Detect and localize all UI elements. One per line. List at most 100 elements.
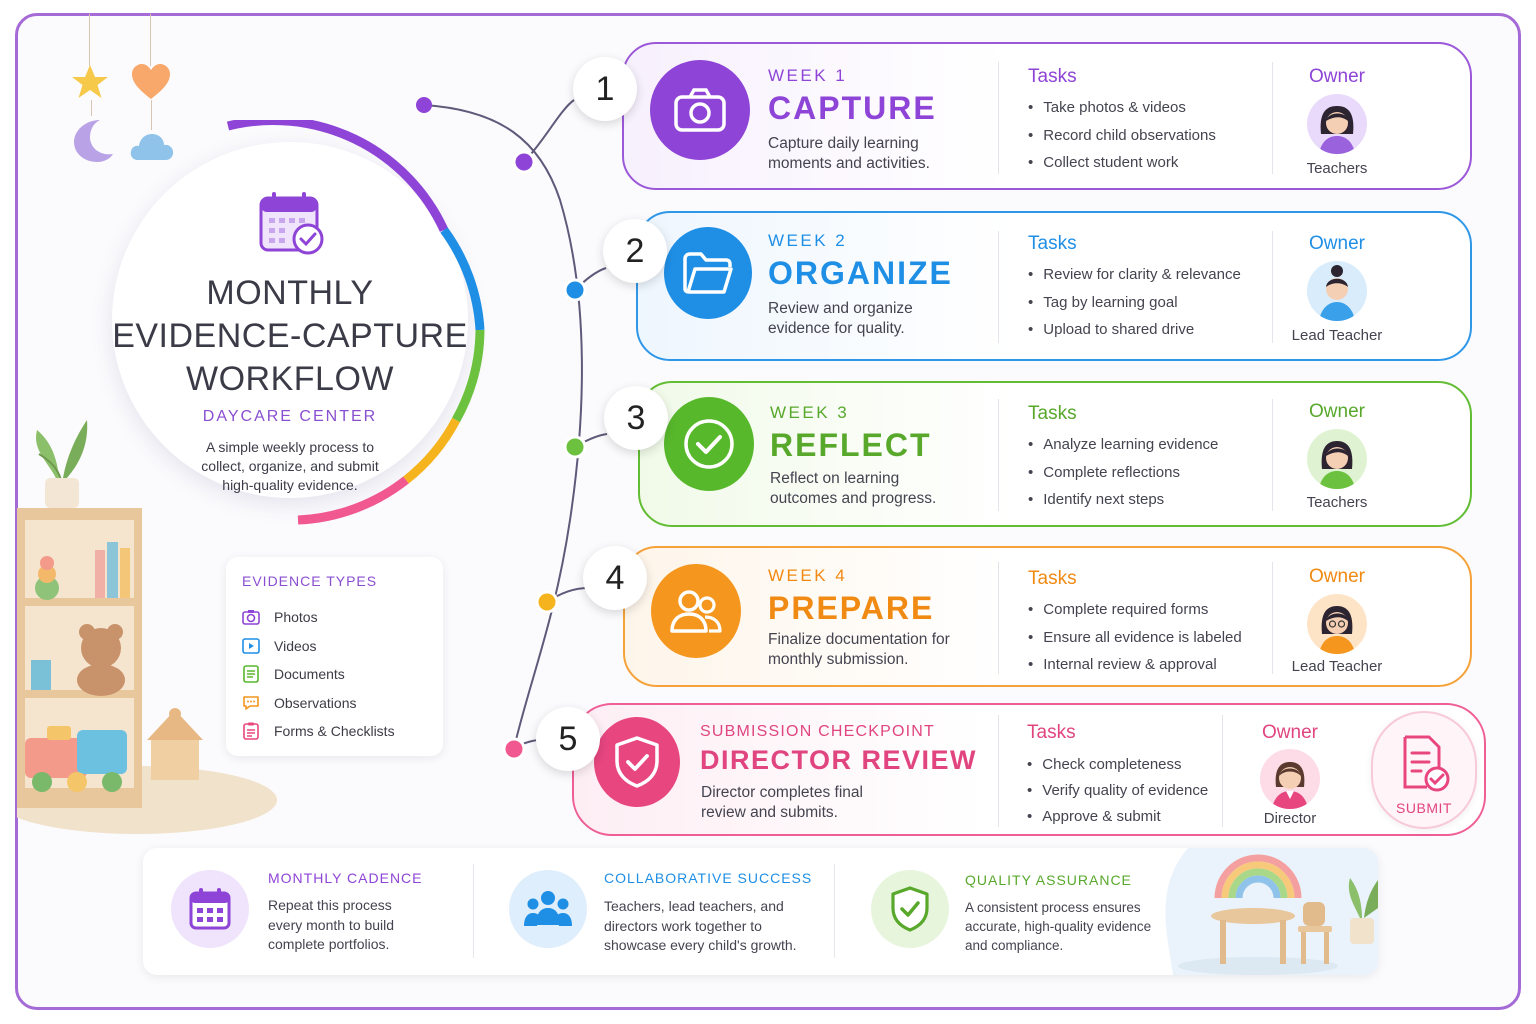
evidence-type-label: Observations [274,694,357,711]
nursery-illustration [17,420,277,834]
teacher-avatar-icon [1319,441,1355,489]
evidence-type-label: Videos [274,637,317,654]
footer-description: A consistent process ensures accurate, h… [965,900,1152,953]
owner-heading: Owner [1309,566,1365,587]
mobile-string [91,100,92,116]
task-list: Take photos & videos Record child observ… [1028,94,1216,177]
task-item: Internal review & approval [1028,651,1242,679]
divider [1272,231,1273,343]
step-week: WEEK 3 [770,403,850,422]
owner-name: Teachers [1306,494,1368,511]
cloud-icon [130,134,174,160]
task-item: Upload to shared drive [1028,316,1241,344]
task-item: Approve & submit [1027,803,1208,829]
footer-panel: MONTHLY CADENCE Repeat this process ever… [143,848,1378,975]
step-description: Reflect on learning outcomes and progres… [770,470,937,507]
divider [1222,715,1223,827]
document-check-icon [1403,735,1450,792]
owner-heading: Owner [1262,722,1318,743]
checklist-icon [243,722,259,741]
submit-button[interactable]: SUBMIT [1371,711,1477,829]
shield-check-icon [891,886,929,932]
step-title: CAPTURE [768,90,937,126]
heart-icon [132,64,170,99]
camera-icon [674,88,726,132]
page-title: MONTHLY EVIDENCE-CAPTURE WORKFLOW [108,272,472,401]
step-week: WEEK 4 [768,566,848,585]
divider [998,231,999,343]
mobile-string [151,100,152,130]
camera-icon [242,610,260,626]
task-item: Record child observations [1028,122,1216,150]
avatar [1307,94,1367,154]
footer-icon-circle [509,870,587,948]
evidence-types-list: Photos Videos Documents Observations For… [242,603,395,746]
task-item: Complete reflections [1028,459,1218,487]
submit-label: SUBMIT [1396,800,1452,816]
divider [1272,62,1273,174]
step-title: PREPARE [768,590,935,626]
task-item: Complete required forms [1028,596,1242,624]
step-number-badge: 4 [583,546,647,610]
step-description: Review and organize evidence for quality… [768,300,913,337]
moon-icon [74,120,113,162]
owner-name: Lead Teacher [1291,658,1383,675]
step-week: SUBMISSION CHECKPOINT [700,723,936,740]
list-item: Photos [242,603,395,632]
owner-name: Teachers [1306,160,1368,177]
task-item: Tag by learning goal [1028,289,1241,317]
title-line: WORKFLOW [186,360,394,398]
footer-icon-circle [171,870,249,948]
task-list: Review for clarity & relevance Tag by le… [1028,261,1241,344]
owner-name: Lead Teacher [1291,327,1383,344]
tasks-heading: Tasks [1028,568,1077,589]
avatar [1307,429,1367,489]
evidence-types-panel: EVIDENCE TYPES Photos Videos Documents O… [226,557,443,756]
tasks-heading: Tasks [1028,233,1077,254]
calendar-check-icon [259,192,324,255]
step-icon-circle [594,717,680,807]
step-card-2: WEEK 2 ORGANIZE Review and organize evid… [636,211,1472,361]
director-avatar-icon [1272,762,1308,809]
footer-icon-circle [871,870,949,948]
lead-teacher-avatar-icon [1319,606,1355,654]
document-icon [243,665,259,684]
step-number-badge: 5 [536,707,600,771]
step-number-badge: 1 [573,57,637,121]
teacher-avatar-icon [1319,106,1355,154]
owner-name: Director [1263,810,1317,827]
evidence-type-label: Photos [274,609,318,626]
step-title: ORGANIZE [768,255,953,291]
divider [1272,562,1273,674]
task-item: Ensure all evidence is labeled [1028,624,1241,652]
page-subtitle: DAYCARE CENTER [202,408,378,425]
divider [998,62,999,174]
divider [834,864,835,958]
step-week: WEEK 2 [768,231,848,250]
evidence-type-label: Documents [274,666,345,683]
task-list: Complete required forms Ensure all evide… [1028,596,1242,679]
mobile-string [89,14,90,66]
step-icon-circle [664,227,752,319]
step-card-3: WEEK 3 REFLECT Reflect on learning outco… [638,381,1472,527]
tasks-heading: Tasks [1028,403,1077,424]
title-line: EVIDENCE-CAPTURE [112,317,468,355]
task-item: Review for clarity & relevance [1028,261,1241,289]
footer-title: MONTHLY CADENCE [268,870,423,886]
tasks-heading: Tasks [1028,66,1077,87]
shield-check-icon [615,736,659,788]
playroom-illustration [1165,848,1378,975]
divider [998,562,999,674]
step-title: REFLECT [770,427,932,463]
footer-title: COLLABORATIVE SUCCESS [604,870,813,886]
step-number-badge: 2 [603,219,667,283]
avatar [1307,594,1367,654]
step-description: Director completes final review and subm… [701,784,863,821]
task-item: Collect student work [1028,149,1216,177]
calendar-icon [189,888,231,930]
list-item: Documents [242,660,395,689]
check-circle-icon [684,419,734,469]
step-card-5: SUBMISSION CHECKPOINT DIRECTOR REVIEW Di… [572,703,1486,836]
step-icon-circle [651,564,741,658]
step-number-badge: 3 [604,386,668,450]
